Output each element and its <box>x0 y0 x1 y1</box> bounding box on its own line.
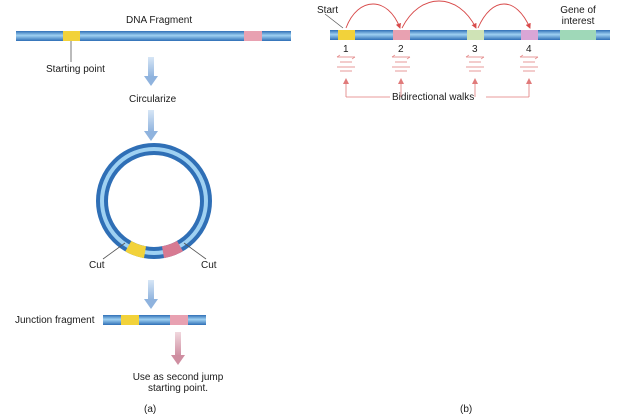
jump-arrow-3 <box>477 3 531 29</box>
panel-b-caption: (b) <box>460 404 473 415</box>
down-arrow-1 <box>144 57 158 86</box>
gene-of-interest-label-line2: interest <box>561 16 595 27</box>
yellow-marker <box>63 31 80 41</box>
down-arrow-pink <box>171 332 185 365</box>
walks-bracket <box>343 78 532 98</box>
next-step-label-line2: starting point. <box>147 383 209 394</box>
jump-arrow-2 <box>401 0 477 29</box>
down-arrow-2 <box>144 110 158 141</box>
jump-arrow-1 <box>345 3 401 29</box>
junction-fragment-label: Junction fragment <box>15 315 95 326</box>
cut-left-label: Cut <box>89 260 105 271</box>
ring-pink-segment <box>161 240 183 259</box>
gene-of-interest-segment <box>560 30 596 40</box>
circularize-label: Circularize <box>129 94 177 105</box>
dna-fragment-bar <box>16 31 291 41</box>
position-label-1: 1 <box>343 44 349 55</box>
next-step-label-line1: Use as second jump <box>132 372 224 383</box>
position-label-2: 2 <box>398 44 404 55</box>
panel-a <box>16 31 291 365</box>
pink-marker <box>244 31 262 41</box>
bidirectional-walks-label: Bidirectional walks <box>392 92 475 103</box>
starting-point-label: Starting point <box>46 64 105 75</box>
panel-b <box>324 0 610 98</box>
walk-markers <box>336 54 539 72</box>
ring-yellow-segment <box>125 240 147 259</box>
start-label: Start <box>317 5 339 16</box>
gene-of-interest-label-line1: Gene of <box>560 5 596 16</box>
chromosome-bar <box>330 30 610 40</box>
dna-fragment-title: DNA Fragment <box>126 15 193 26</box>
circular-dna <box>96 143 212 259</box>
cut-right-label: Cut <box>201 260 217 271</box>
position-label-3: 3 <box>472 44 478 55</box>
down-arrow-3 <box>144 280 158 309</box>
panel-a-caption: (a) <box>144 404 157 415</box>
position-label-4: 4 <box>526 44 532 55</box>
junction-fragment-bar <box>103 315 206 325</box>
